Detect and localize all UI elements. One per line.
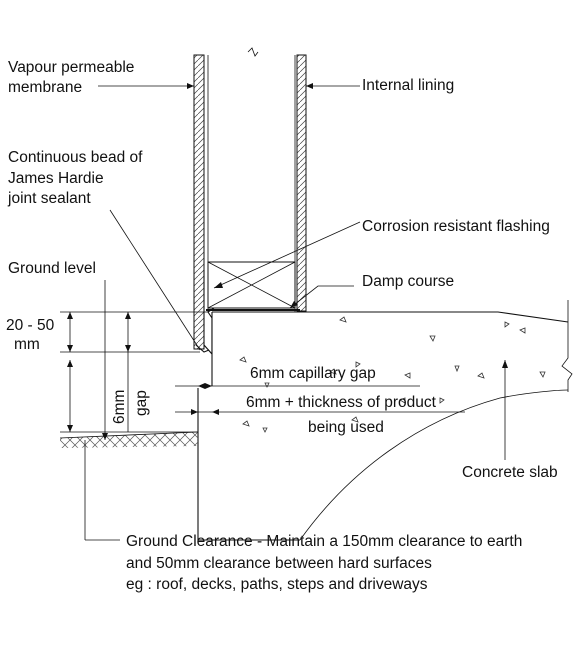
dim-6mm-gap (125, 312, 131, 432)
external-cladding (193, 54, 205, 350)
internal-lining-board (296, 54, 307, 312)
leader-sealant (109, 209, 201, 351)
label-bead-1: Continuous bead of (8, 149, 143, 166)
concrete-slab-shape (197, 300, 573, 541)
label-capillary-gap: 6mm capillary gap (250, 365, 376, 382)
break-mark (247, 47, 259, 57)
label-clearance-2: and 50mm clearance between hard surfaces (126, 555, 432, 572)
dim-20-50 (67, 312, 73, 352)
label-dim-range-1: 20 - 50 (6, 317, 55, 334)
earth-hatch (60, 432, 198, 448)
label-bead-2: James Hardie (8, 170, 104, 187)
ground-line (59, 431, 199, 439)
bottom-plate (207, 261, 296, 309)
leader-damp (289, 285, 354, 309)
label-corrosion-flashing: Corrosion resistant flashing (362, 218, 550, 235)
leader-flashing (213, 221, 361, 289)
label-gap-word: gap (133, 390, 150, 416)
label-ground-level: Ground level (8, 260, 96, 277)
label-vapour-1: Vapour permeable (8, 59, 134, 76)
label-internal-lining: Internal lining (362, 77, 454, 94)
label-concrete-slab: Concrete slab (462, 464, 558, 481)
label-gap-6mm: 6mm (111, 390, 128, 424)
dim-thickness (175, 409, 465, 415)
label-bead-3: joint sealant (7, 190, 91, 207)
label-thickness-1: 6mm + thickness of product (246, 394, 437, 411)
aggregate-marks (239, 316, 546, 433)
label-dim-range-2: mm (14, 336, 40, 353)
label-clearance-3: eg : roof, decks, paths, steps and drive… (126, 576, 428, 593)
label-clearance-1: Ground Clearance - Maintain a 150mm clea… (126, 533, 522, 550)
label-damp-course: Damp course (362, 273, 454, 290)
label-thickness-2: being used (308, 419, 384, 436)
dim-clearance (67, 360, 73, 432)
label-vapour-2: membrane (8, 79, 82, 96)
dim-capillary-gap (175, 383, 420, 389)
